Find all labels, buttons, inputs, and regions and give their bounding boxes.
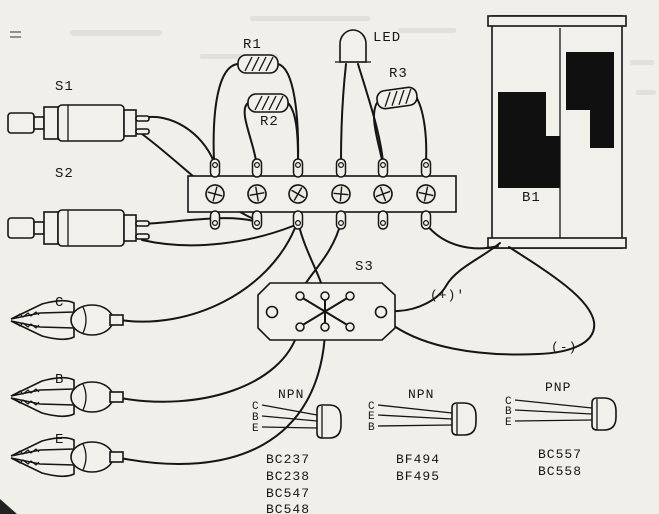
battery-b1: B1	[487, 15, 627, 249]
wire-lug6-to-battery	[425, 223, 499, 250]
transistor-3-part-1: BC557	[538, 447, 582, 462]
solder-lug-top-3	[292, 158, 304, 178]
transistor-2-leads	[377, 404, 453, 427]
terminal-screw-4	[330, 183, 352, 205]
terminal-strip	[187, 158, 457, 230]
corner-shadow	[0, 499, 17, 514]
solder-lug-top-1	[209, 158, 221, 178]
transistor-1-part-3: BC547	[266, 486, 310, 501]
solder-lug-bottom-2	[251, 210, 263, 230]
slide-switch-s3: S3	[257, 259, 396, 341]
transistor-2-pin-3: B	[368, 422, 375, 434]
transistor-3-type: PNP	[545, 380, 571, 395]
s2-label: S2	[55, 166, 74, 182]
transistor-2-pin-2: E	[368, 411, 375, 423]
wire-r3-right-lead	[414, 94, 428, 162]
pushbutton-s2: S2	[7, 166, 150, 247]
transistor-1-body	[316, 404, 342, 439]
wire-r2-left-lead	[243, 102, 257, 162]
transistor-2-body	[451, 402, 477, 436]
alligator-clip-e: E	[10, 432, 124, 478]
resistor-r2: R2	[247, 93, 289, 130]
wire-clip-e	[119, 333, 326, 465]
wire-r3-left-lead	[373, 99, 383, 161]
transistor-3-body	[591, 397, 617, 431]
clip-e-label: E	[55, 432, 64, 448]
resistor-r1: R1	[237, 37, 279, 74]
alligator-clip-c: C	[10, 295, 124, 341]
solder-lug-bottom-1	[209, 210, 221, 230]
minus-label: (-)	[551, 340, 577, 355]
solder-lug-bottom-3	[292, 210, 304, 230]
transistor-3-leads	[514, 399, 593, 422]
r2-label: R2	[260, 114, 279, 130]
s3-mounting-hole-right	[374, 305, 388, 319]
transistor-pinout-1: NPN C B E BC237 BC238 BC547 BC548	[252, 387, 342, 514]
pencil-mark	[10, 31, 21, 38]
s3-pins	[295, 291, 355, 332]
transistor-pinout-2: NPN C E B BF494 BF495	[368, 387, 477, 484]
transistor-3-pin-1: C	[505, 396, 512, 408]
transistor-pinout-3: PNP C B E BC557 BC558	[505, 380, 617, 479]
s3-label: S3	[355, 259, 374, 275]
transistor-2-part-2: BF495	[396, 469, 440, 484]
solder-lug-top-6	[420, 158, 432, 178]
transistor-1-part-1: BC237	[266, 452, 310, 467]
s3-mounting-hole-left	[265, 305, 279, 319]
wire-s1-to-lug1	[141, 115, 215, 163]
transistor-1-pin-3: E	[252, 423, 259, 435]
r1-label: R1	[243, 37, 262, 53]
transistor-1-part-2: BC238	[266, 469, 310, 484]
pushbutton-s1: S1	[7, 79, 150, 142]
transistor-1-part-4: BC548	[266, 502, 310, 514]
transistor-2-part-1: BF494	[396, 452, 440, 467]
solder-lug-bottom-6	[420, 210, 432, 230]
transistor-2-pin-1: C	[368, 401, 375, 413]
wire-s2-to-lug3	[141, 225, 294, 247]
transistor-1-leads	[261, 404, 318, 429]
wire-clip-c	[119, 227, 296, 323]
wire-r2-right-lead	[287, 102, 299, 159]
alligator-clip-b: B	[10, 372, 124, 418]
led-label: LED	[373, 30, 401, 46]
transistor-3-pin-3: E	[505, 417, 512, 429]
transistor-3-part-2: BC558	[538, 464, 582, 479]
battery-label: B1	[522, 190, 541, 206]
clip-c-label: C	[55, 295, 64, 311]
wire-s2-to-lug2	[141, 217, 255, 225]
solder-lug-top-2	[251, 158, 263, 178]
solder-lug-top-4	[335, 158, 347, 178]
wire-clip-b	[119, 331, 299, 403]
transistor-1-pin-2: B	[252, 412, 259, 424]
scan-artifacts	[70, 16, 656, 95]
solder-lug-bottom-4	[335, 210, 347, 230]
clip-b-label: B	[55, 372, 64, 388]
transistor-1-pin-1: C	[252, 401, 259, 413]
resistor-r3: R3	[375, 66, 419, 111]
r3-label: R3	[389, 66, 408, 82]
wire-led-left-lead	[340, 63, 347, 163]
solder-lug-bottom-5	[377, 210, 389, 230]
led: LED	[335, 29, 401, 63]
s1-label: S1	[55, 79, 74, 95]
transistor-1-type: NPN	[278, 387, 304, 402]
transistor-3-pin-2: B	[505, 406, 512, 418]
wire-r1-left-lead	[212, 63, 239, 162]
transistor-2-type: NPN	[408, 387, 434, 402]
solder-lug-top-5	[377, 158, 389, 178]
plus-label: (+)'	[430, 288, 465, 303]
